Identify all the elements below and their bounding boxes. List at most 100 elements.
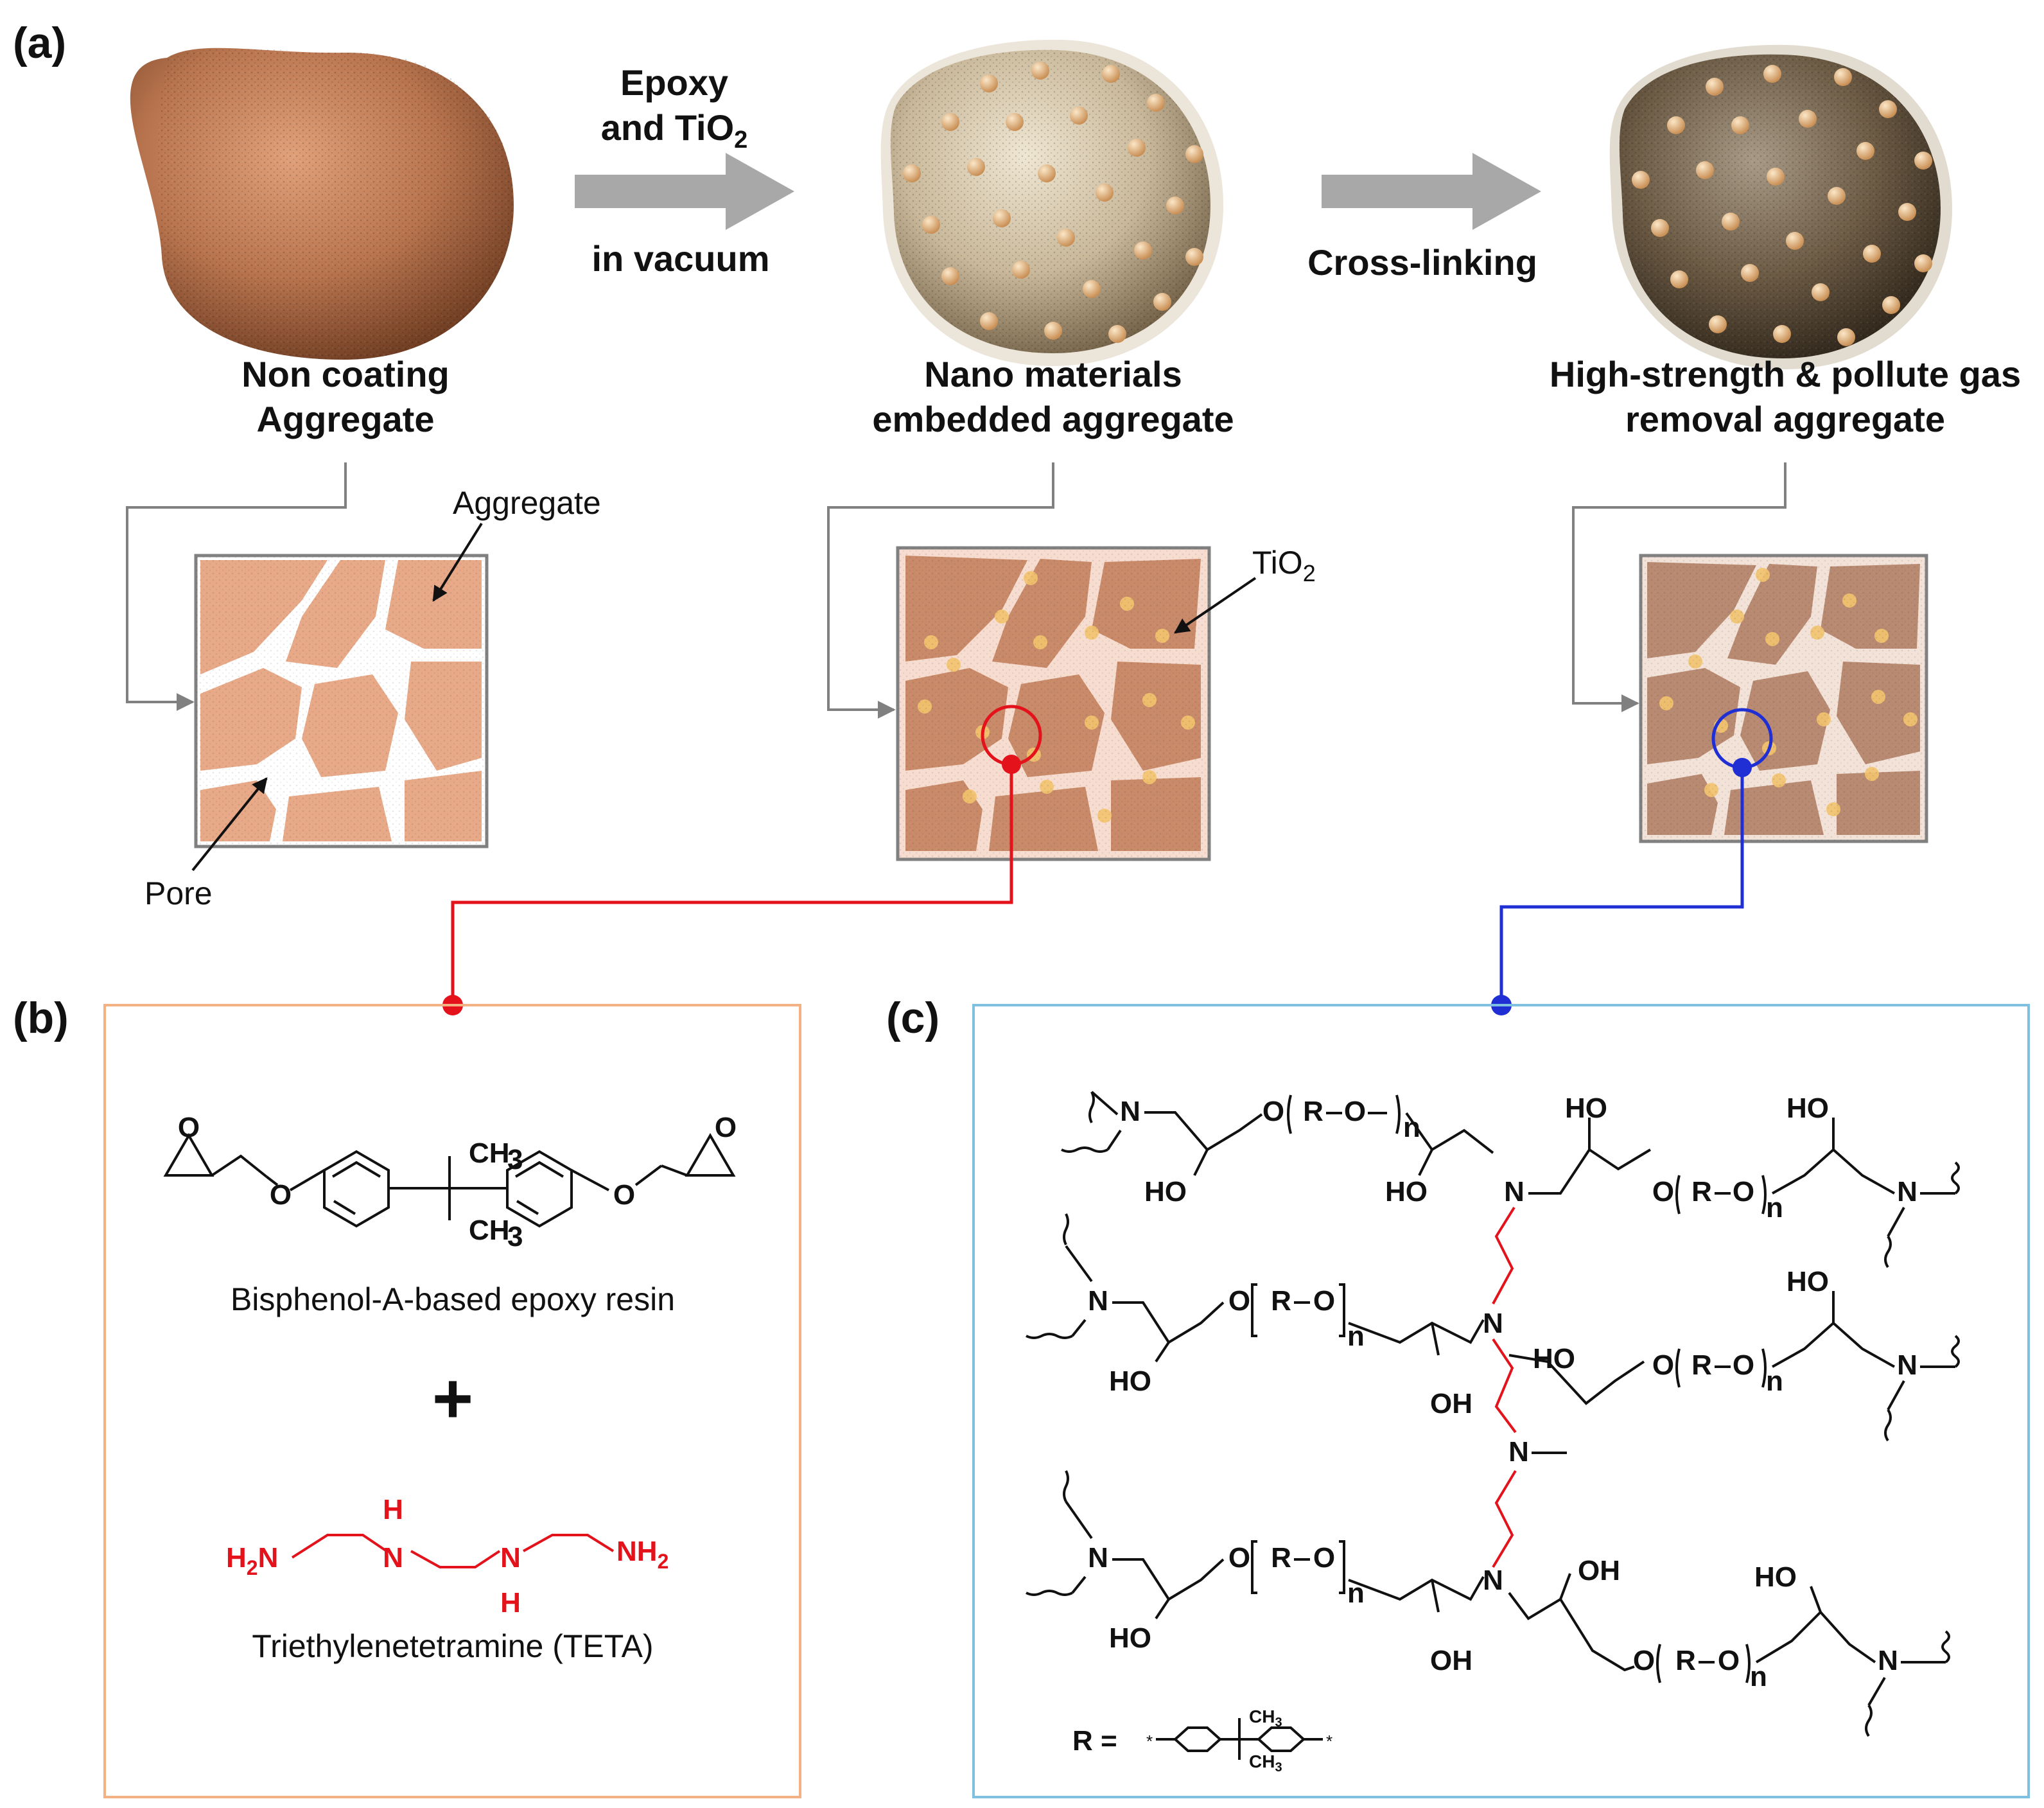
arrow1-label-vacuum: in vacuum [592, 238, 770, 279]
svg-text:*: * [1326, 1732, 1332, 1751]
aggregate-callout-label: Aggregate [453, 485, 601, 521]
r-group-definition: R = * CH3 CH3 * [1072, 1707, 1332, 1775]
stage3-leader-line [1572, 462, 1786, 712]
stage2-leader-line [827, 462, 1054, 719]
blue-connector-dot-top [1733, 758, 1752, 777]
svg-text:O: O [1718, 1645, 1740, 1676]
svg-text:N: N [1483, 1565, 1503, 1596]
svg-text:O: O [613, 1179, 635, 1211]
aggregate-sphere-uncoated [130, 48, 514, 360]
svg-text:HO: HO [1109, 1622, 1151, 1654]
svg-text:CH: CH [469, 1137, 510, 1169]
svg-text:R: R [1303, 1096, 1323, 1127]
svg-text:H2N: H2N [226, 1542, 278, 1579]
pore-callout-label: Pore [144, 875, 213, 911]
svg-text:OH: OH [1430, 1645, 1472, 1676]
svg-text:N: N [383, 1542, 403, 1574]
arrow2-label-crosslinking: Cross-linking [1307, 242, 1537, 283]
svg-text:HO: HO [1754, 1561, 1797, 1593]
svg-text:n: n [1766, 1365, 1783, 1397]
svg-text:O: O [1733, 1176, 1754, 1207]
cross-section-uncoated [194, 554, 489, 848]
red-connector-dot-top [1002, 755, 1021, 774]
svg-text:OH: OH [1578, 1555, 1620, 1586]
tio2-pointer-arrow [1174, 577, 1257, 634]
panel-label-a: (a) [13, 19, 66, 67]
svg-text:N: N [1088, 1542, 1108, 1574]
panel-label-c: (c) [886, 994, 939, 1042]
pore-pointer-arrow [191, 777, 268, 872]
stage2-caption-line2: embedded aggregate [872, 399, 1234, 439]
process-arrow-1 [575, 153, 794, 230]
svg-text:HO: HO [1533, 1343, 1575, 1374]
svg-text:3: 3 [507, 1144, 523, 1175]
cross-section-nano-embedded [896, 546, 1211, 861]
plus-sign: + [432, 1359, 473, 1438]
svg-text:O: O [1313, 1285, 1335, 1317]
svg-text:NH2: NH2 [616, 1536, 668, 1573]
svg-text:CH: CH [469, 1215, 510, 1246]
svg-text:*: * [1146, 1732, 1153, 1751]
stage2-caption-line1: Nano materials [924, 354, 1182, 394]
svg-text:N: N [1088, 1285, 1108, 1317]
svg-text:HO: HO [1109, 1365, 1151, 1397]
svg-text:N: N [1120, 1096, 1140, 1127]
teta-structure: H2N N H N H NH2 [226, 1494, 668, 1619]
svg-text:R: R [1675, 1645, 1696, 1676]
svg-text:R: R [1691, 1176, 1712, 1207]
bisphenol-a-epoxy-structure: O O CH 3 CH 3 O O [163, 1112, 737, 1252]
svg-text:O: O [1344, 1096, 1366, 1127]
tio2-callout-label: TiO2 [1252, 545, 1316, 586]
blue-connector-to-panel-c [1499, 768, 1744, 1005]
svg-text:3: 3 [507, 1221, 523, 1252]
red-connector-to-panel-b [451, 764, 1013, 1005]
svg-text:N: N [1897, 1349, 1917, 1381]
svg-text:HO: HO [1786, 1266, 1829, 1297]
svg-text:O: O [715, 1112, 737, 1143]
arrow1-label-tio2: and TiO2 [601, 107, 748, 154]
crosslinked-network-structure: N HO O R O n HO N HO O R O n HO N [1026, 1091, 1960, 1737]
panel-c-frame [972, 1004, 2030, 1798]
svg-text:N: N [1878, 1645, 1898, 1676]
svg-text:R: R [1271, 1542, 1291, 1574]
svg-text:R: R [1691, 1349, 1712, 1381]
aggregate-sphere-nano-embedded [880, 39, 1223, 366]
svg-text:N: N [1508, 1436, 1529, 1468]
stage1-leader-line [126, 462, 347, 711]
aggregate-sphere-high-strength [1609, 44, 1952, 369]
svg-text:O: O [1262, 1096, 1284, 1127]
stage1-caption-line1: Non coating [241, 354, 450, 394]
svg-text:N: N [1483, 1308, 1503, 1339]
arrow1-label-epoxy: Epoxy [620, 62, 728, 103]
svg-text:HO: HO [1565, 1093, 1607, 1124]
cross-section-high-strength [1639, 554, 1928, 843]
svg-text:O: O [178, 1112, 200, 1143]
svg-text:H: H [383, 1494, 403, 1525]
svg-text:HO: HO [1144, 1176, 1187, 1207]
aggregate-pointer-arrow [432, 522, 483, 602]
svg-text:N: N [1897, 1176, 1917, 1207]
svg-text:O: O [1652, 1349, 1674, 1381]
panel-b-frame [103, 1004, 801, 1798]
svg-text:OH: OH [1430, 1388, 1472, 1419]
svg-text:O: O [1633, 1645, 1655, 1676]
svg-text:R: R [1271, 1285, 1291, 1317]
svg-text:O: O [1733, 1349, 1754, 1381]
svg-text:O: O [1313, 1542, 1335, 1574]
svg-text:n: n [1766, 1192, 1783, 1224]
svg-text:H: H [500, 1587, 521, 1619]
svg-text:HO: HO [1786, 1093, 1829, 1124]
svg-text:O: O [1652, 1176, 1674, 1207]
process-arrow-2 [1322, 153, 1541, 230]
svg-text:O: O [1228, 1285, 1250, 1317]
svg-text:HO: HO [1385, 1176, 1428, 1207]
stage1-caption-line2: Aggregate [257, 399, 435, 439]
svg-text:N: N [1504, 1176, 1524, 1207]
stage3-caption-line1: High-strength & pollute gas [1550, 354, 2021, 394]
svg-text:N: N [500, 1542, 521, 1574]
svg-text:CH3: CH3 [1249, 1707, 1282, 1730]
epoxy-resin-caption: Bisphenol-A-based epoxy resin [231, 1281, 675, 1317]
svg-text:n: n [1750, 1661, 1767, 1692]
svg-text:O: O [1228, 1542, 1250, 1574]
